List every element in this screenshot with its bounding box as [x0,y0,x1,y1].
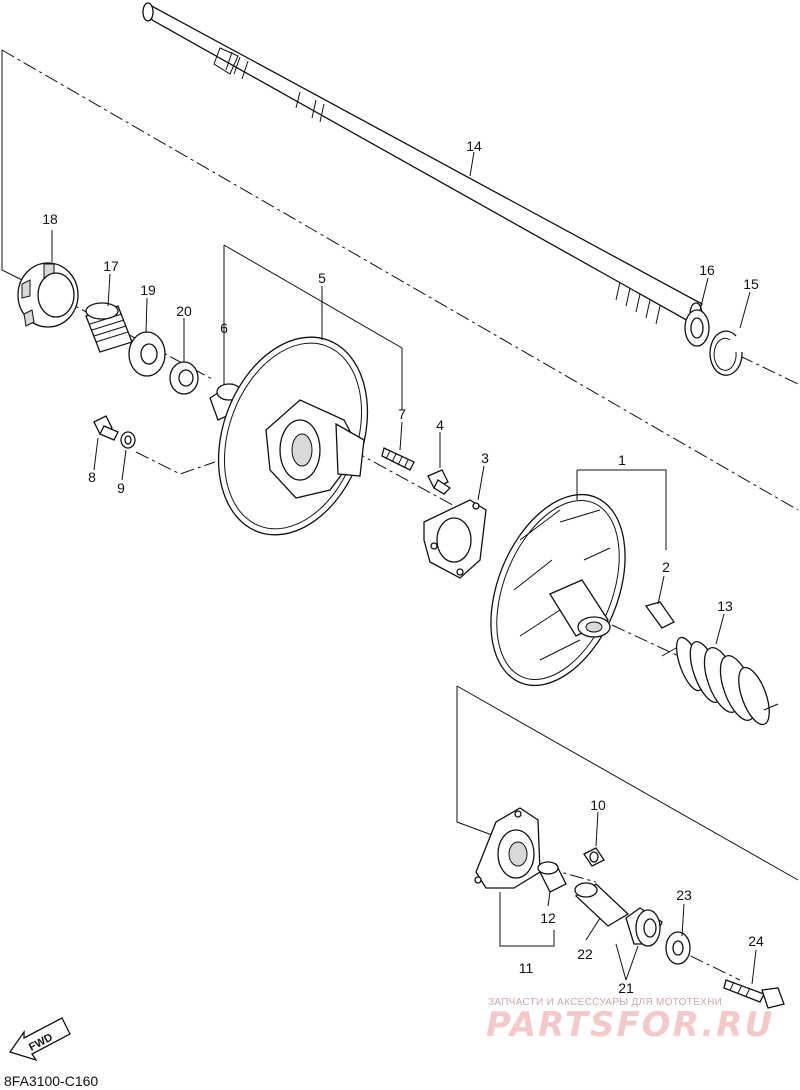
sheave-part-5 [217,336,369,536]
callout-6: 6 [220,320,228,336]
sheave-part-1 [490,493,626,687]
callout-10: 10 [590,797,606,813]
washer-part-20 [169,361,199,395]
callout-7: 7 [398,406,406,422]
spring-part-13 [661,636,779,726]
cam-part-11 [474,807,541,889]
callout-22: 22 [577,946,593,962]
washer-part-23 [665,931,691,965]
plate-part-3 [423,499,487,579]
callout-18: 18 [42,211,58,227]
callout-labels: 14 18 17 19 20 6 5 7 4 3 8 9 16 15 1 2 1… [42,138,764,996]
watermark: ЗАПЧАСТИ И АКСЕССУАРЫ ДЛЯ МОТОТЕХНИ PART… [486,997,774,1045]
leader-lines [51,151,757,985]
callout-24: 24 [748,933,764,949]
callout-20: 20 [176,303,192,319]
pin-part-2 [644,601,675,629]
washer-part-16 [684,309,710,347]
sleeve-part-17 [85,302,133,353]
callout-3: 3 [481,450,489,466]
bolt-part-24 [723,979,785,1009]
callout-16: 16 [699,262,715,278]
callout-11: 11 [519,960,534,976]
fwd-arrow-icon: FWD [8,1017,71,1062]
callout-13: 13 [717,598,733,614]
nut-part-18 [17,262,79,328]
watermark-tagline: ЗАПЧАСТИ И АКСЕССУАРЫ ДЛЯ МОТОТЕХНИ [488,997,722,1008]
circlip-part-15 [709,330,743,376]
washer-part-9 [120,431,136,449]
callout-17: 17 [103,258,119,274]
callout-1: 1 [618,452,626,468]
callout-15: 15 [743,276,759,292]
bolt-part-4 [427,469,452,495]
guide-lines [1,49,799,981]
shaft-part-14 [142,2,703,326]
callout-19: 19 [140,282,156,298]
washer-part-19 [128,331,166,377]
bushing-part-12 [537,861,567,893]
callout-12: 12 [540,910,556,926]
bolt-part-8 [93,415,119,441]
callout-23: 23 [676,887,692,903]
watermark-brand: PARTSFOR.RU [486,1005,774,1045]
callout-21: 21 [618,980,634,996]
callout-2: 2 [662,559,670,575]
nut-part-10 [583,847,605,867]
bushing-part-21 [625,907,663,947]
stud-part-7 [381,447,415,471]
callout-4: 4 [436,417,444,433]
diagram-code: 8FA3100-C160 [4,1073,98,1089]
callout-5: 5 [318,270,326,286]
collar-part-22 [574,882,630,927]
callout-8: 8 [88,469,96,485]
callout-14: 14 [466,138,482,154]
callout-9: 9 [117,480,125,496]
